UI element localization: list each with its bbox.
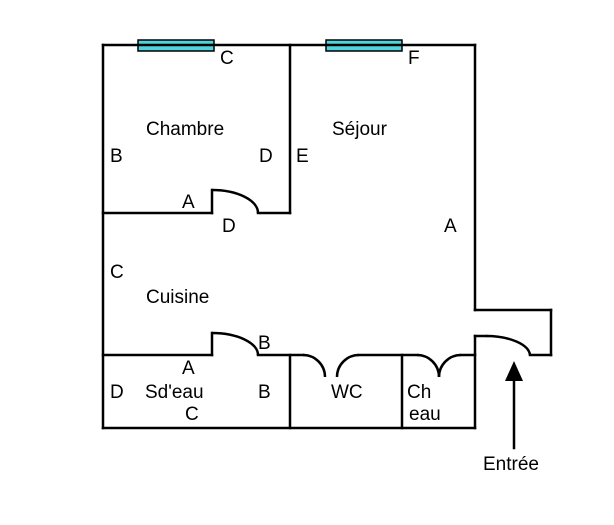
entrance-door-swing (485, 334, 532, 356)
wall-label-sdeau-bottom: C (185, 404, 199, 425)
wall-label-sejour-window: F (408, 48, 420, 69)
wall-label-chambre-door-left: A (182, 192, 195, 213)
up-arrow-icon (505, 361, 523, 450)
room-cheau-label-line1: Ch (407, 382, 431, 403)
wall-label-chambre-door-right: D (222, 216, 236, 237)
room-chambre-label: Chambre (146, 119, 224, 140)
cheau-door-right-swing (437, 353, 462, 378)
wall-label-cuisine-left: C (110, 262, 124, 283)
room-sejour-label: Séjour (332, 119, 388, 140)
room-cuisine-label: Cuisine (146, 287, 209, 308)
wall-label-sejour-right: A (444, 216, 457, 237)
entrance-label: Entrée (483, 454, 539, 475)
wall-label-sdeau-right: B (258, 382, 271, 403)
outer-walls (101, 43, 553, 430)
bottom-room-walls (101, 331, 477, 430)
room-wc-label: WC (331, 382, 363, 403)
wall-label-chambre-right: D (259, 146, 273, 167)
wall-label-chambre-window: C (220, 48, 234, 69)
chambre-door-swing (211, 188, 260, 214)
wc-door-right-swing (335, 353, 360, 378)
sdeau-door-swing (211, 331, 260, 356)
room-sdeau-label: Sd'eau (145, 382, 204, 403)
cheau-door-left-swing (416, 353, 441, 378)
wall-label-sejour-left: E (296, 146, 309, 167)
wall-label-sdeau-left: D (110, 382, 124, 403)
wall-label-sdeau-door-left: A (182, 358, 195, 379)
wall-label-cuisine-bottom-right: B (258, 333, 271, 354)
room-cheau-label-line2: eau (409, 404, 441, 425)
wall-label-chambre-left: B (110, 146, 123, 167)
wc-door-left-swing (302, 353, 327, 378)
chambre-walls (101, 43, 292, 215)
